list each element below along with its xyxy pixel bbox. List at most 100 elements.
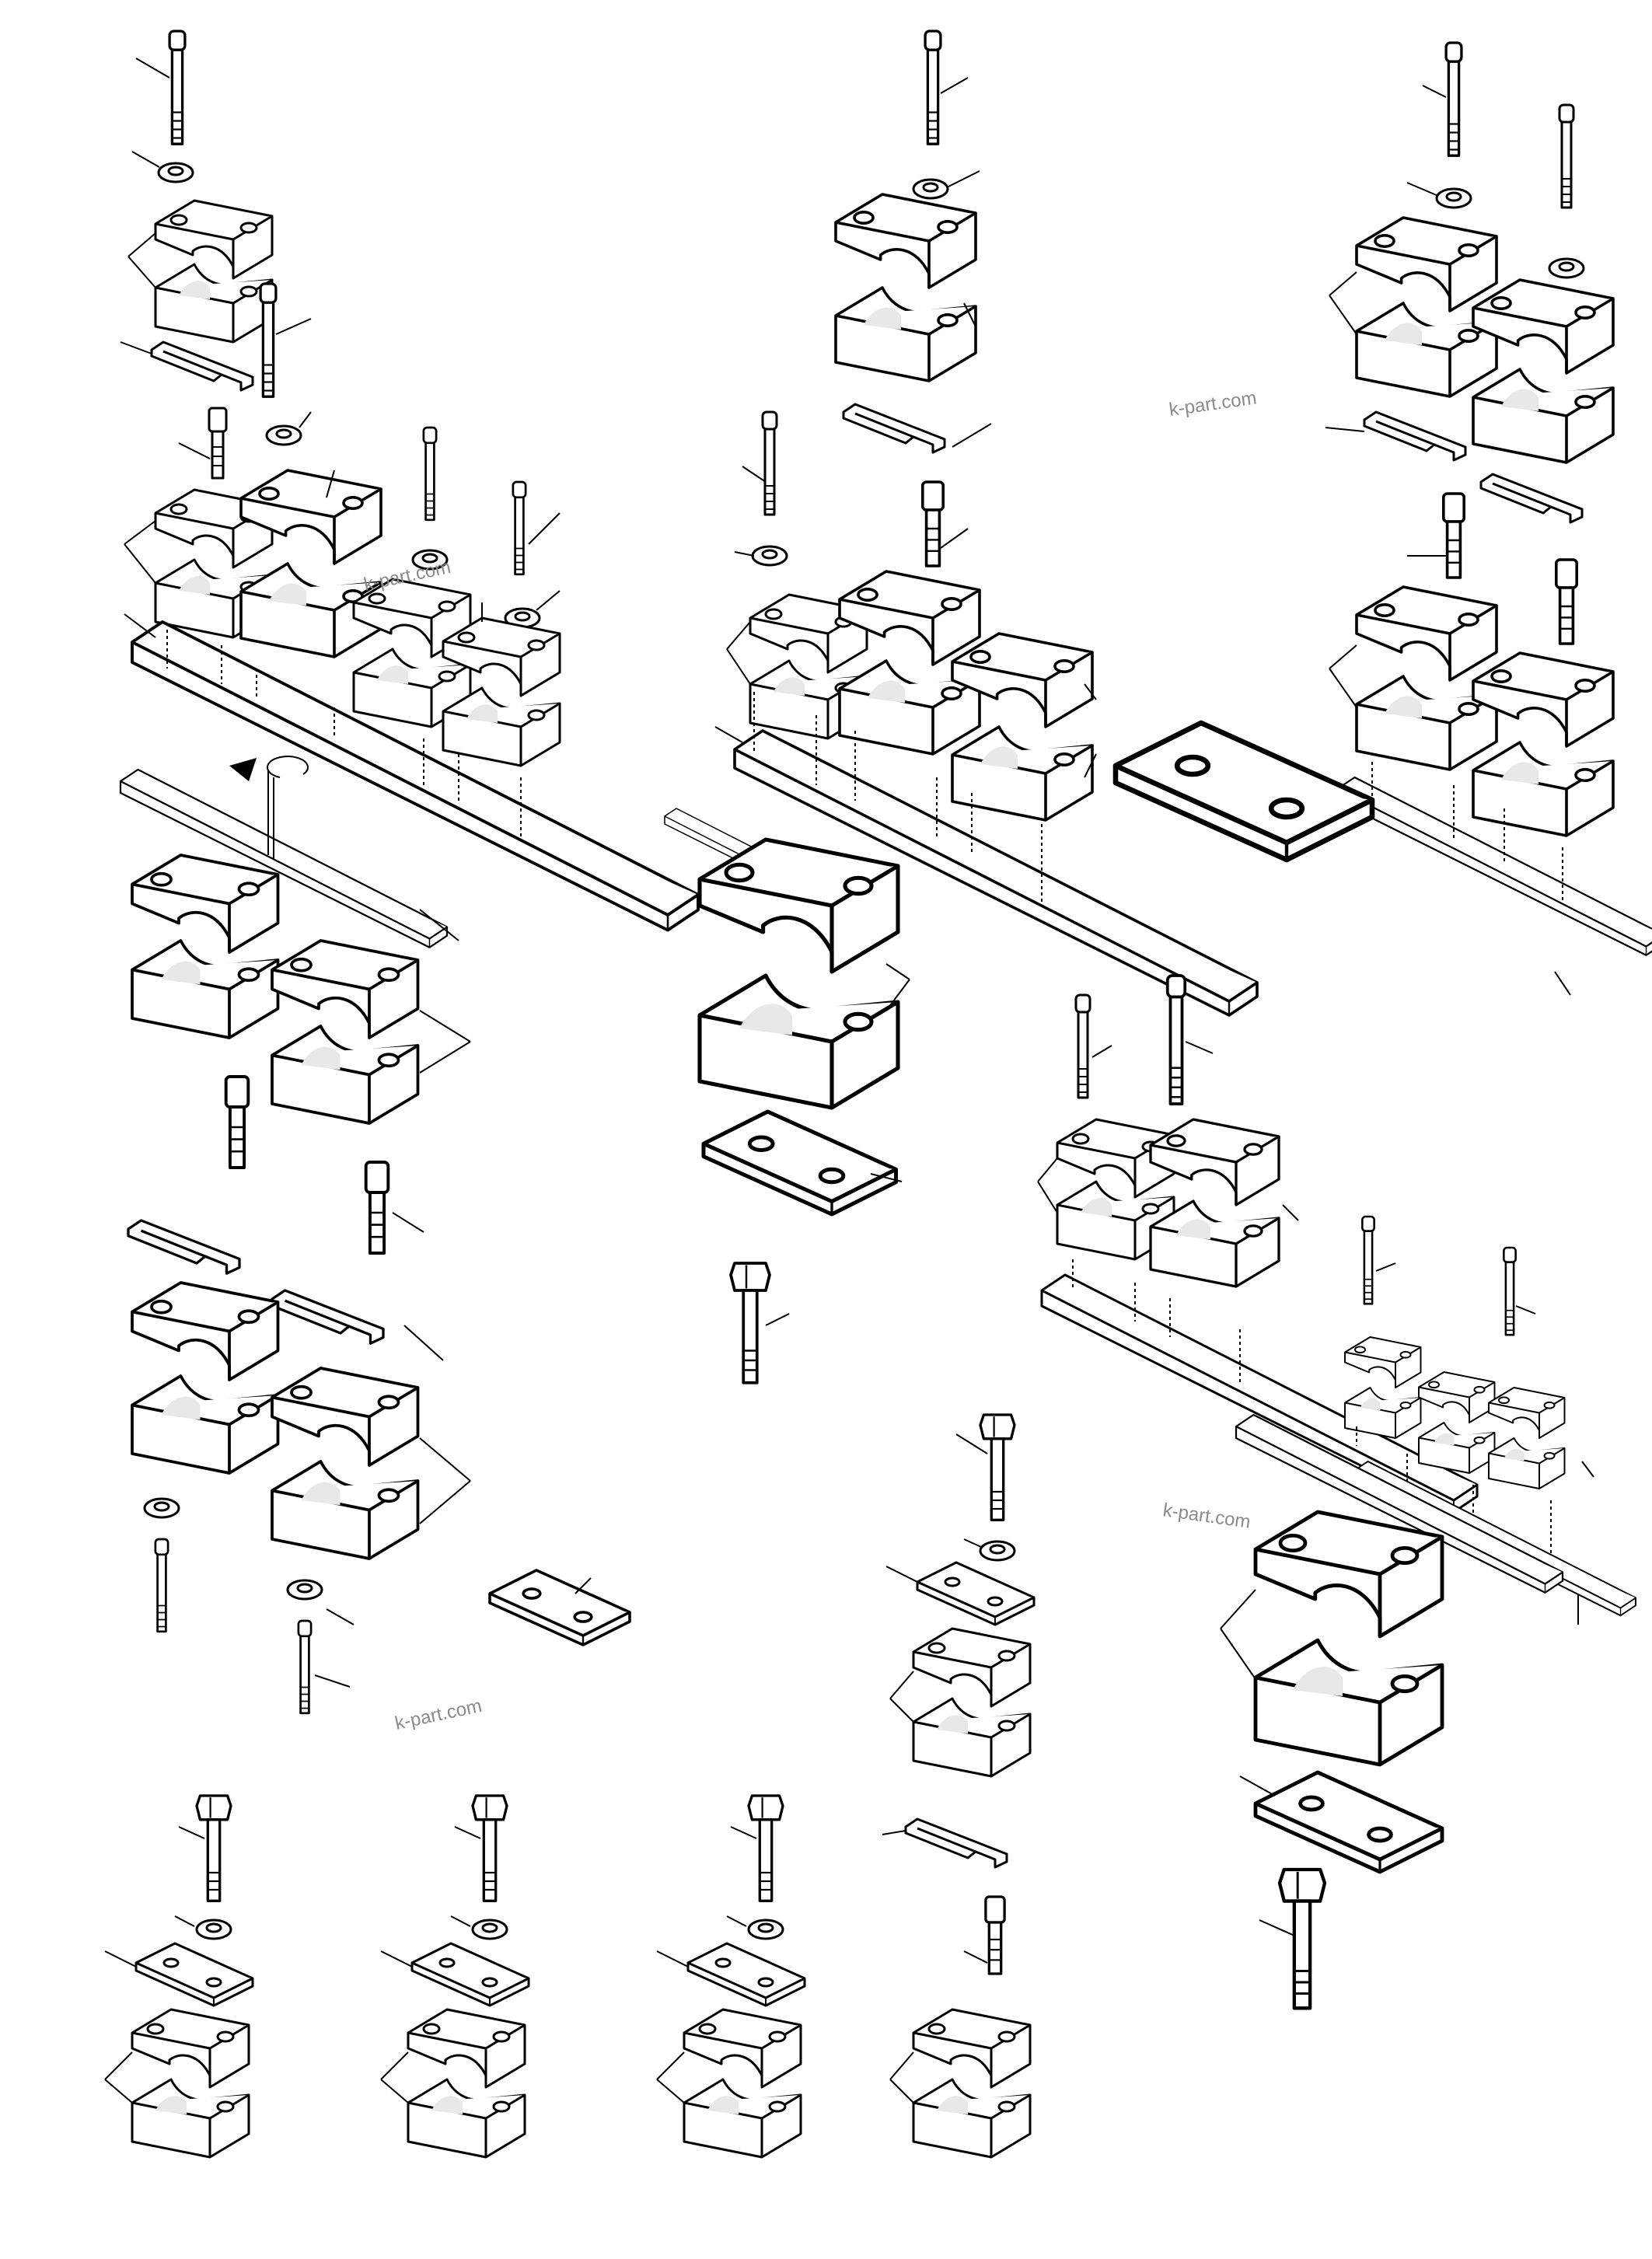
stacking-bolt <box>1555 558 1578 645</box>
socket-screw <box>422 426 438 522</box>
watermark-4: k-part.com <box>1161 1500 1252 1533</box>
clamp-half-top <box>131 2008 250 2089</box>
socket-screw <box>259 282 278 398</box>
clamp-half-bottom <box>131 939 280 1039</box>
socket-screw <box>761 410 778 516</box>
leader-line <box>419 909 459 941</box>
socket-screw <box>1165 974 1187 1105</box>
leader-line <box>174 1915 195 1927</box>
leader-line <box>889 2051 914 2080</box>
clamp-half-top <box>1355 216 1498 312</box>
arrow-head-icon <box>229 758 257 781</box>
leader-line <box>131 151 160 168</box>
leader-line <box>380 2051 409 2080</box>
leader-line <box>726 1915 747 1927</box>
hex-bolt <box>747 1794 784 1902</box>
leader-line <box>104 2079 133 2104</box>
stacking-bolt <box>984 1895 1006 1975</box>
clamp-half-bottom <box>1344 1387 1422 1439</box>
cover-plate <box>410 1942 530 2007</box>
washer <box>912 178 949 200</box>
socket-screw <box>297 1619 313 1715</box>
watermark-3: k-part.com <box>393 1695 484 1734</box>
leader-line <box>765 1313 790 1326</box>
leader-line <box>1554 971 1571 996</box>
leader-line <box>575 1577 592 1594</box>
leader-line <box>299 411 312 428</box>
clamp-half-bottom <box>912 1697 1032 1778</box>
leader-line <box>127 232 156 257</box>
leader-line <box>380 2079 409 2104</box>
clamp-half-bottom <box>271 1460 420 1560</box>
clamp-half-bottom <box>1256 1640 1442 1765</box>
clamp-half-bottom <box>154 263 274 344</box>
leader-line <box>1091 1045 1112 1058</box>
leader-line <box>1037 1181 1058 1213</box>
leader-line <box>963 1538 982 1548</box>
clamp-half-top <box>131 854 280 954</box>
leader-line <box>656 2051 685 2080</box>
leader-line <box>730 1826 757 1839</box>
leader-line <box>419 1010 471 1042</box>
leader-line <box>1329 644 1357 669</box>
stacking-bolt <box>208 407 228 480</box>
leader-line <box>124 520 156 545</box>
clamp-half-top <box>834 193 977 289</box>
clamp-half-top <box>271 1367 420 1467</box>
socket-screw <box>1361 1215 1375 1305</box>
clamp-half-bottom <box>1488 1437 1566 1489</box>
leader-line <box>1259 1919 1295 1936</box>
leader-line <box>714 726 743 743</box>
clamp-half-top <box>1149 1118 1280 1206</box>
leader-line <box>889 1698 914 1723</box>
leader-line <box>955 1433 988 1454</box>
leader-line <box>392 1212 424 1233</box>
leader-line <box>419 1041 471 1074</box>
clamp-half-bottom <box>912 2078 1032 2159</box>
leader-line <box>124 613 156 638</box>
leader-line <box>940 528 969 549</box>
stacking-bolt <box>921 480 945 567</box>
washer <box>1435 187 1472 209</box>
leader-line <box>120 341 152 354</box>
leader-line <box>275 318 312 335</box>
leader-line <box>104 1950 137 1967</box>
leader-line <box>135 58 170 79</box>
leader-line <box>1375 1262 1396 1272</box>
clamp-half-top <box>912 2008 1032 2089</box>
leader-line <box>178 442 211 459</box>
clamp-half-top <box>1355 585 1498 682</box>
leader-line <box>326 1608 354 1625</box>
clamp-half-top <box>700 840 898 972</box>
socket-screw <box>168 30 187 145</box>
leader-line <box>726 621 751 650</box>
washer <box>751 545 788 567</box>
clamp-half-bottom <box>1472 741 1615 837</box>
clamp-half-bottom <box>131 2078 250 2159</box>
leader-line <box>1220 1589 1256 1629</box>
clamp-half-bottom <box>407 2078 526 2159</box>
leader-line <box>963 1950 988 1964</box>
socket-screw <box>1074 993 1091 1099</box>
clamp-half-top <box>131 1281 280 1381</box>
cover-plate <box>134 1942 254 2007</box>
cover-plate <box>916 1561 1036 1626</box>
socket-screw <box>1503 1246 1517 1336</box>
leader-line <box>870 1173 903 1182</box>
leader-line <box>1329 295 1357 335</box>
clamp-half-top <box>1488 1387 1566 1439</box>
leader-line <box>948 170 980 187</box>
clamp-half-bottom <box>271 1025 420 1125</box>
leader-line <box>1185 1041 1214 1054</box>
leader-line <box>726 648 751 685</box>
leader-line <box>742 466 767 483</box>
stacking-bolt <box>1442 492 1465 579</box>
cover-plate <box>704 1112 896 1214</box>
clamp-half-top <box>154 199 274 280</box>
safety-clip <box>271 1289 385 1345</box>
washer <box>195 1919 232 1940</box>
leader-line <box>419 1437 471 1482</box>
leader-line <box>104 2051 133 2080</box>
leader-line <box>1329 271 1357 296</box>
hex-bolt <box>471 1794 508 1902</box>
